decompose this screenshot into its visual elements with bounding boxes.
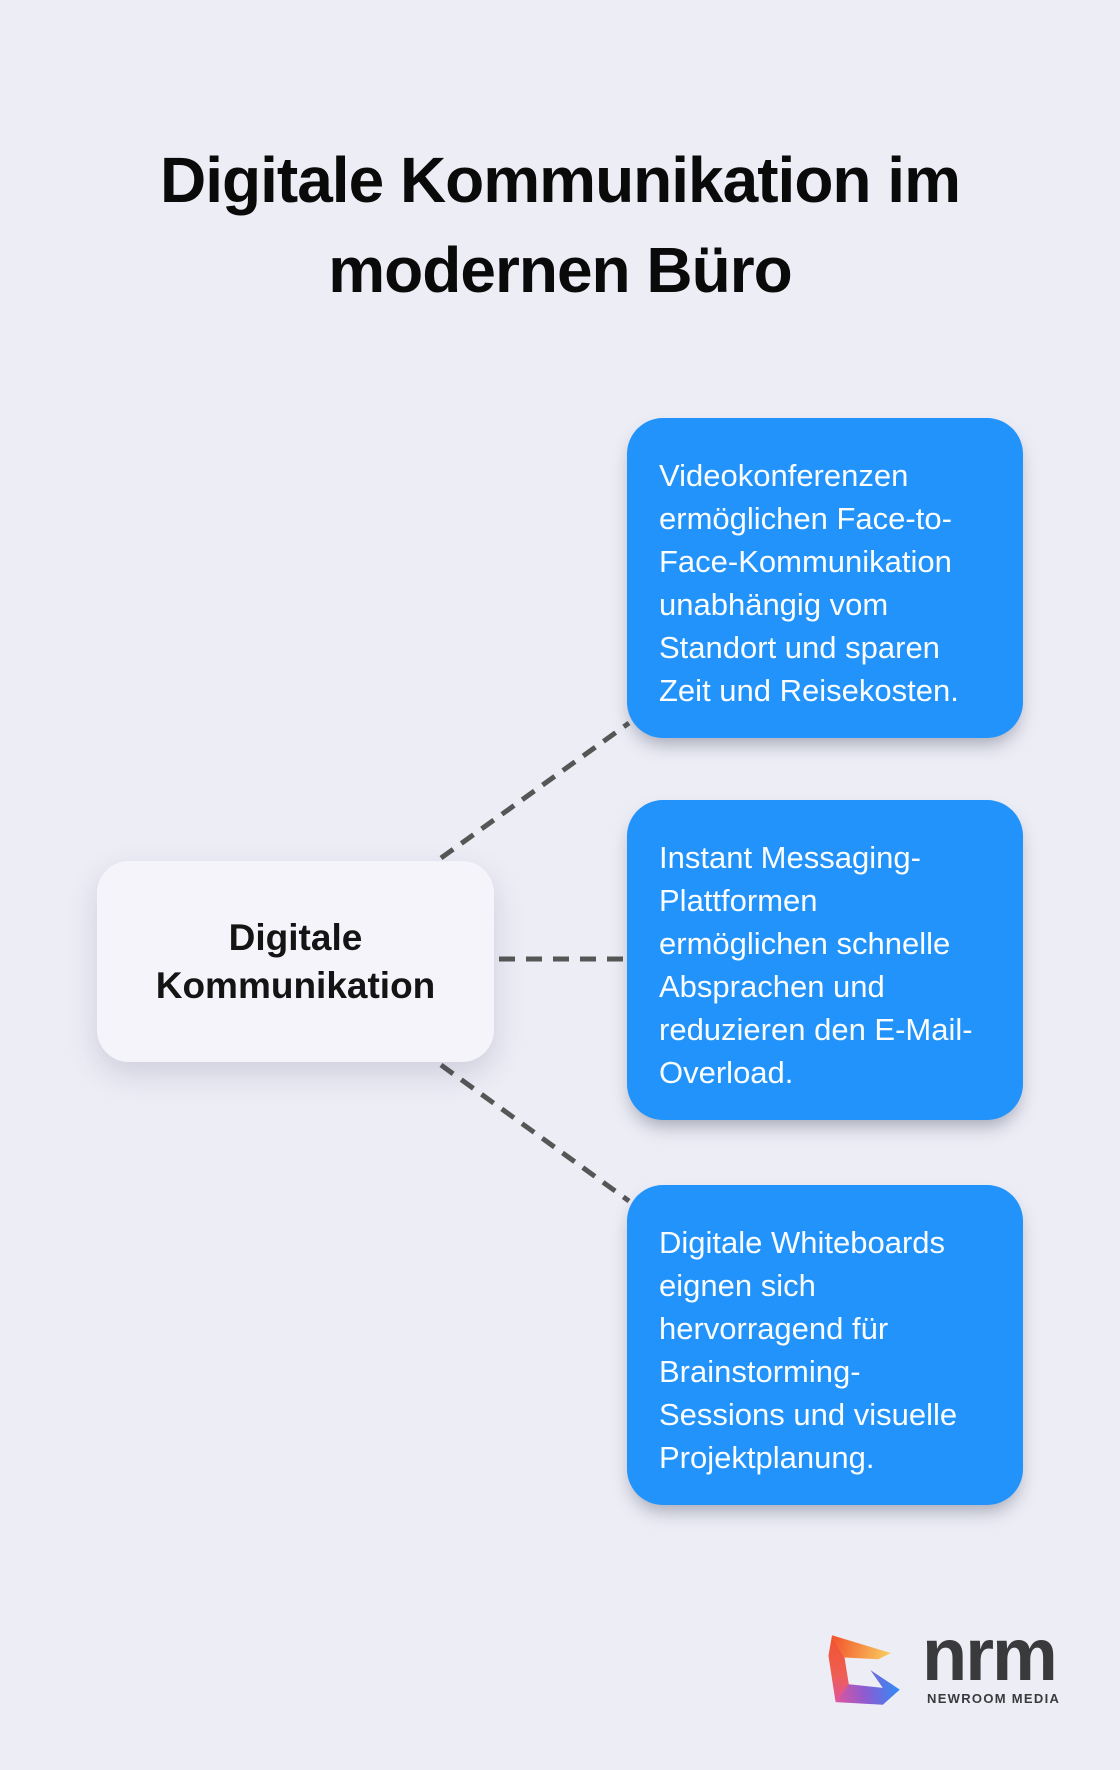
card-text-line: Overload. [659, 1055, 794, 1090]
card-text-line: Digitale Whiteboards [659, 1225, 946, 1260]
card-text-line: Brainstorming- [659, 1354, 861, 1389]
connector-line-bottom [439, 1062, 631, 1204]
card-text-line: Standort und sparen [659, 630, 940, 665]
center-node-label: Digitale Kommunikation [155, 916, 436, 1006]
branch-card-digitale-whiteboards: Digitale Whiteboards eignen sich hervorr… [627, 1185, 1023, 1505]
center-node: Digitale Kommunikation [97, 861, 494, 1062]
newroom-media-logo: nrm NEWROOM MEDIA [815, 1617, 1105, 1717]
page-title: Digitale Kommunikation im modernen Büro [160, 143, 961, 306]
card-text-line: Instant Messaging- [659, 840, 921, 875]
branch-card-instant-messaging: Instant Messaging- Plattformen ermöglich… [627, 800, 1023, 1120]
card-text-line: unabhängig vom [659, 587, 889, 622]
card-text-line: Absprachen und [659, 969, 885, 1004]
card-text-line: Plattformen [659, 883, 818, 918]
logo-subtitle-text: NEWROOM MEDIA [927, 1691, 1061, 1706]
card-text-line: Zeit und Reisekosten. [659, 673, 959, 708]
card-text-line: Videokonferenzen [659, 458, 909, 493]
connector-line-top [439, 720, 631, 861]
card-text-line: reduzieren den E-Mail- [659, 1012, 973, 1047]
card-text-line: ermöglichen Face-to- [659, 501, 952, 536]
branch-card-videokonferenzen: Videokonferenzen ermöglichen Face-to- Fa… [627, 418, 1023, 738]
card-text-line: Sessions und visuelle [659, 1397, 958, 1432]
card-text-line: Face-Kommunikation [659, 544, 952, 579]
card-text-line: eignen sich [659, 1268, 816, 1303]
card-text-line: ermöglichen schnelle [659, 926, 951, 961]
logo-brand-text: nrm [922, 1613, 1058, 1696]
card-text-line: hervorragend für [659, 1311, 889, 1346]
card-text-line: Projektplanung. [659, 1440, 875, 1475]
newroom-media-logo-mark [828, 1635, 900, 1705]
